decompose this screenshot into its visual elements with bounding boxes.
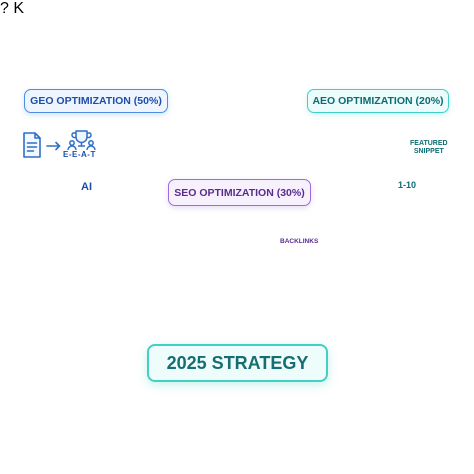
strategy-pill: 2025 STRATEGY xyxy=(147,344,328,382)
geo-optimization-pill: GEO OPTIMIZATION (50%) xyxy=(24,89,168,113)
eeat-label: E-E-A-T xyxy=(63,150,96,159)
question-chat-icon: ? xyxy=(0,0,9,17)
ai-label: AI xyxy=(81,181,92,193)
featured-line-2: SNIPPET xyxy=(413,148,444,155)
featured-line-1: FEATURED xyxy=(410,140,448,147)
arrow-right-icon xyxy=(46,141,61,151)
trophy-team-icon xyxy=(67,130,96,151)
featured-snippet-label: FEATURED SNIPPET xyxy=(410,140,448,156)
seo-optimization-pill: SEO OPTIMIZATION (30%) xyxy=(168,179,311,206)
aeo-optimization-pill: AEO OPTIMIZATION (20%) xyxy=(307,89,449,113)
keyword-search-icon: K xyxy=(13,0,25,17)
geo-document-icon xyxy=(23,132,41,158)
rank-range-label: 1-10 xyxy=(398,180,417,190)
backlinks-label: BACKLINKS xyxy=(280,238,319,245)
